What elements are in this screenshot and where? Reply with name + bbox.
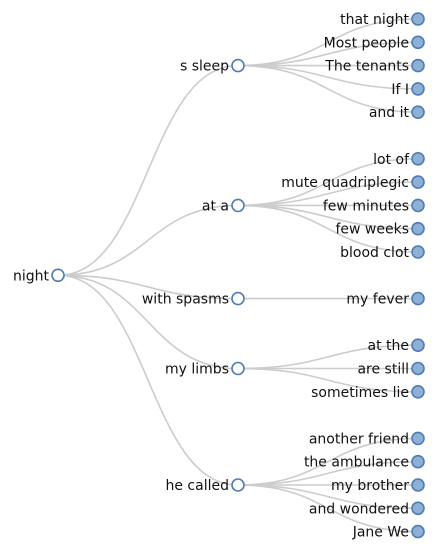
branch-node-s-sleep[interactable]: s sleep <box>180 58 245 75</box>
leaf-node-lot-of-label: lot of <box>373 152 410 168</box>
leaf-node-few-weeks-circle[interactable] <box>411 221 425 236</box>
branch-node-with-spasms[interactable]: with spasms <box>142 291 245 308</box>
root-node-label: night <box>13 268 50 284</box>
branch-node-my-limbs-circle[interactable] <box>231 361 245 376</box>
link-at-a-mute-quadriplegic <box>237 181 419 207</box>
link-root-my-limbs <box>57 274 239 370</box>
branch-node-with-spasms-circle[interactable] <box>231 291 245 306</box>
leaf-node-and-it[interactable]: and it <box>369 105 425 121</box>
leaf-node-my-fever[interactable]: my fever <box>346 291 425 308</box>
link-he-called-jane-we <box>237 484 419 533</box>
tree-links <box>57 18 419 533</box>
branch-node-s-sleep-label: s sleep <box>180 59 229 75</box>
leaf-node-at-the[interactable]: at the <box>368 338 425 354</box>
leaf-node-and-wondered-circle[interactable] <box>411 501 425 516</box>
leaf-node-my-brother-circle[interactable] <box>411 478 425 492</box>
link-root-he-called <box>57 274 239 486</box>
leaf-node-most-people-circle[interactable] <box>411 35 425 50</box>
leaf-node-the-tenants[interactable]: The tenants <box>324 58 425 75</box>
leaf-node-sometimes-lie-label: sometimes lie <box>311 385 409 401</box>
leaf-node-my-brother-label: my brother <box>331 478 409 494</box>
branch-node-at-a-label: at a <box>202 198 229 214</box>
leaf-node-another-friend[interactable]: another friend <box>309 431 425 447</box>
root-node-circle[interactable] <box>51 268 65 283</box>
leaf-node-are-still[interactable]: are still <box>357 361 425 378</box>
link-s-sleep-and-it <box>237 64 419 113</box>
leaf-node-the-ambulance-label: the ambulance <box>304 455 409 471</box>
leaf-node-my-brother[interactable]: my brother <box>331 478 425 494</box>
leaf-node-the-tenants-label: The tenants <box>324 59 409 75</box>
branch-node-with-spasms-label: with spasms <box>142 292 229 308</box>
leaf-node-at-the-label: at the <box>368 338 410 354</box>
leaf-node-sometimes-lie[interactable]: sometimes lie <box>311 384 425 401</box>
leaf-node-mute-quadriplegic-label: mute quadriplegic <box>281 175 409 191</box>
branch-node-at-a-circle[interactable] <box>231 198 245 213</box>
branch-node-he-called-circle[interactable] <box>231 478 245 492</box>
link-he-called-the-ambulance <box>237 460 419 486</box>
leaf-node-lot-of-circle[interactable] <box>411 152 425 166</box>
branch-node-s-sleep-circle[interactable] <box>231 58 245 73</box>
leaf-node-most-people-label: Most people <box>324 35 409 51</box>
root-node[interactable]: night <box>13 268 65 284</box>
leaf-node-jane-we-label: Jane We <box>352 525 409 541</box>
leaf-node-if-i-label: If I <box>391 82 409 98</box>
leaf-node-are-still-circle[interactable] <box>411 361 425 376</box>
link-root-at-a <box>57 204 239 277</box>
leaf-node-and-it-label: and it <box>369 105 410 121</box>
link-my-limbs-at-the <box>237 344 419 370</box>
leaf-node-jane-we[interactable]: Jane We <box>352 524 425 541</box>
link-at-a-few-weeks <box>237 204 419 230</box>
branch-node-my-limbs-label: my limbs <box>165 362 229 378</box>
link-root-s-sleep <box>57 64 239 277</box>
leaf-node-the-tenants-circle[interactable] <box>411 58 425 73</box>
link-s-sleep-most-people <box>237 41 419 67</box>
leaf-node-are-still-label: are still <box>357 362 409 378</box>
link-at-a-lot-of <box>237 158 419 207</box>
leaf-node-and-it-circle[interactable] <box>411 105 425 119</box>
link-s-sleep-that-night <box>237 18 419 67</box>
leaf-node-few-minutes-circle[interactable] <box>411 198 425 213</box>
leaf-node-and-wondered[interactable]: and wondered <box>309 501 425 517</box>
leaf-node-and-wondered-label: and wondered <box>309 501 409 517</box>
leaf-node-blood-clot-label: blood clot <box>340 245 409 261</box>
leaf-node-another-friend-label: another friend <box>309 431 409 447</box>
leaf-node-another-friend-circle[interactable] <box>411 431 425 446</box>
link-my-limbs-sometimes-lie <box>237 367 419 393</box>
leaf-node-blood-clot[interactable]: blood clot <box>340 245 425 261</box>
link-he-called-and-wondered <box>237 484 419 510</box>
leaf-node-lot-of[interactable]: lot of <box>373 152 425 168</box>
leaf-node-few-minutes[interactable]: few minutes <box>323 198 425 214</box>
branch-node-at-a[interactable]: at a <box>202 198 245 214</box>
leaf-node-the-ambulance-circle[interactable] <box>411 454 425 469</box>
leaf-node-that-night-label: that night <box>340 12 409 28</box>
branch-node-my-limbs[interactable]: my limbs <box>165 361 245 378</box>
link-he-called-another-friend <box>237 437 419 486</box>
branch-node-he-called[interactable]: he called <box>166 478 245 494</box>
leaf-node-few-weeks[interactable]: few weeks <box>335 221 425 238</box>
leaf-node-my-fever-circle[interactable] <box>411 291 425 306</box>
link-s-sleep-if-i <box>237 64 419 90</box>
link-root-with-spasms <box>57 274 239 300</box>
leaf-node-that-night[interactable]: that night <box>340 12 425 28</box>
leaf-node-mute-quadriplegic[interactable]: mute quadriplegic <box>281 175 425 191</box>
leaf-node-my-fever-label: my fever <box>346 292 409 308</box>
leaf-node-mute-quadriplegic-circle[interactable] <box>411 175 425 189</box>
leaf-node-sometimes-lie-circle[interactable] <box>411 384 425 399</box>
leaf-node-few-weeks-label: few weeks <box>335 222 409 238</box>
leaf-node-if-i[interactable]: If I <box>391 82 425 98</box>
leaf-node-jane-we-circle[interactable] <box>411 524 425 539</box>
leaf-node-blood-clot-circle[interactable] <box>411 245 425 259</box>
link-at-a-blood-clot <box>237 204 419 253</box>
leaf-node-if-i-circle[interactable] <box>411 82 425 96</box>
leaf-node-that-night-circle[interactable] <box>411 12 425 26</box>
leaf-node-the-ambulance[interactable]: the ambulance <box>304 454 425 471</box>
branch-node-he-called-label: he called <box>166 478 230 494</box>
leaf-node-at-the-circle[interactable] <box>411 338 425 353</box>
leaf-node-few-minutes-label: few minutes <box>323 198 409 214</box>
leaf-node-most-people[interactable]: Most people <box>324 35 425 51</box>
